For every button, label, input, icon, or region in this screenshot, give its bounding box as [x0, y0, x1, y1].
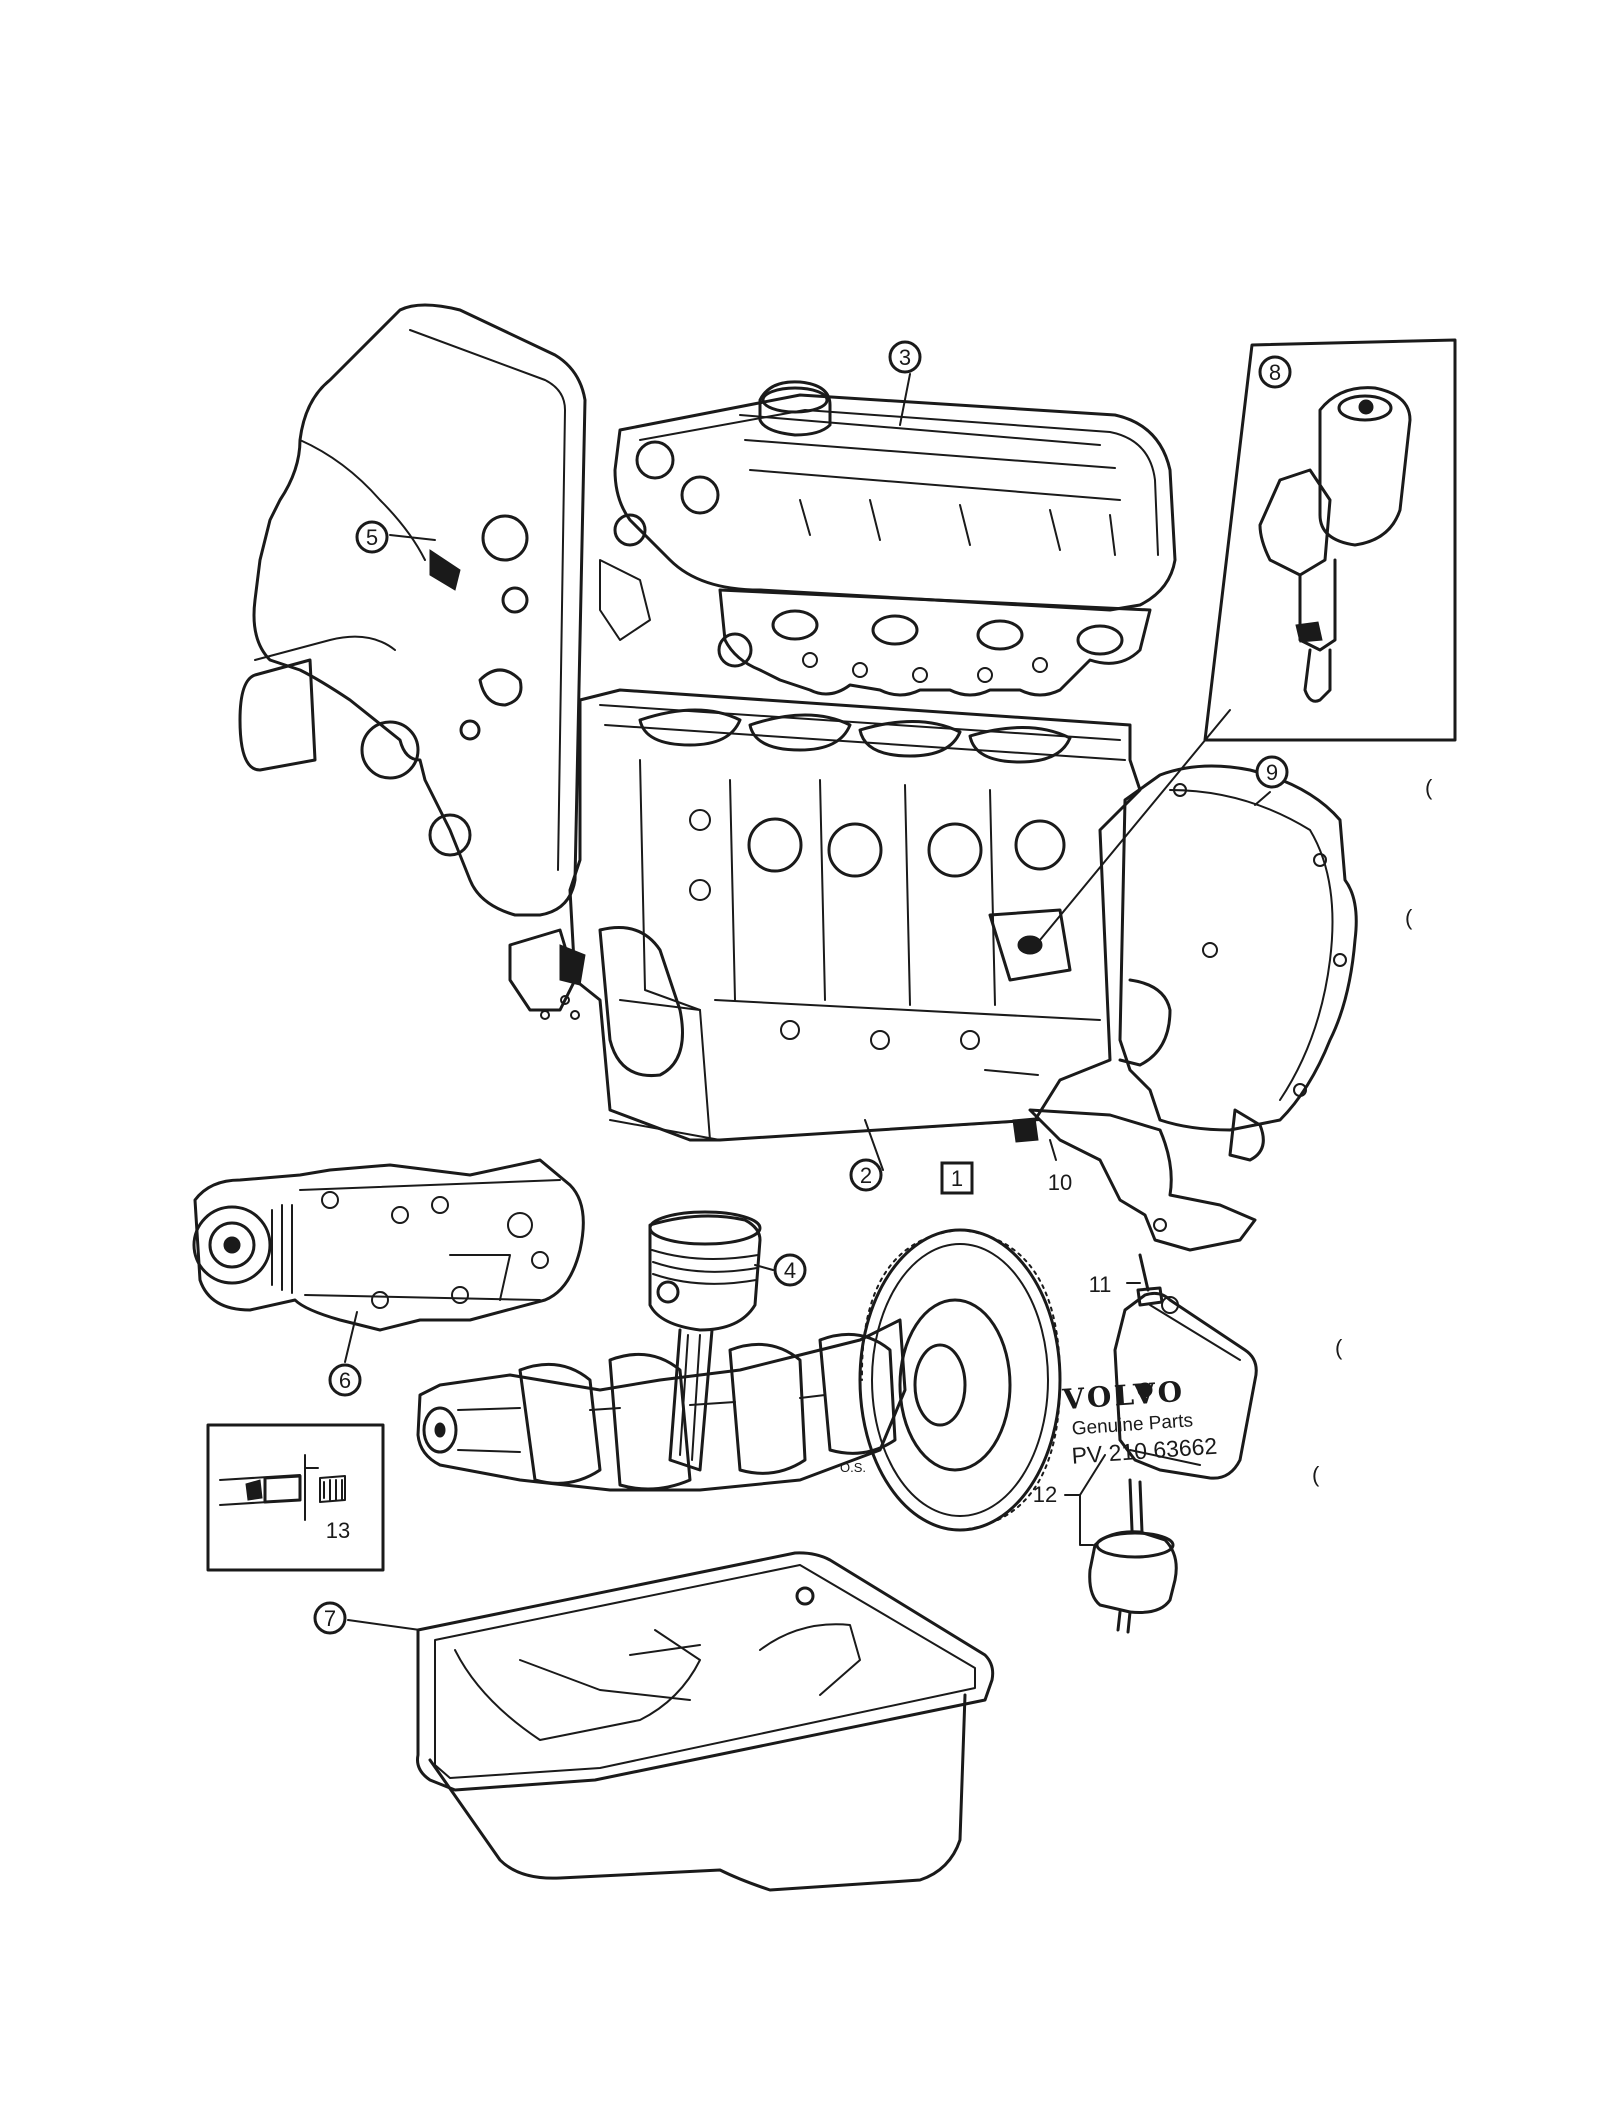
callout-1-label: 1 — [951, 1166, 963, 1191]
callout-7-label: 7 — [324, 1606, 336, 1631]
callout-2-label: 2 — [860, 1163, 872, 1188]
edge-mark-4: ( — [1312, 1462, 1320, 1487]
engine-mount — [1088, 1291, 1258, 1634]
callout-12-label: 12 — [1033, 1482, 1057, 1507]
edge-mark-3: ( — [1335, 1335, 1343, 1360]
callout-13-label: 13 — [326, 1518, 350, 1543]
callout-7: 7 — [313, 1601, 347, 1635]
callout-2: 2 — [849, 1158, 883, 1192]
balance-shaft-assembly — [192, 1158, 585, 1332]
callout-10-label: 10 — [1048, 1170, 1072, 1195]
piston-and-rod — [648, 1210, 762, 1472]
crankshaft — [416, 1318, 907, 1492]
bell-housing — [1118, 764, 1358, 1162]
callout-5: 5 — [355, 520, 389, 554]
callout-3: 3 — [888, 340, 922, 374]
stamp-brand: VOLVO — [1061, 1375, 1187, 1417]
artist-mark: O.S. — [840, 1460, 866, 1475]
callout-4-label: 4 — [784, 1258, 796, 1283]
callout-6-label: 6 — [339, 1368, 351, 1393]
callout-6: 6 — [328, 1363, 362, 1397]
callout-9-label: 9 — [1266, 760, 1278, 785]
callout-10: 10 — [1048, 1170, 1072, 1195]
engine-bracket — [1012, 1108, 1257, 1252]
callout-9: 9 — [1255, 755, 1289, 789]
parts-stamp: VOLVO Genuine Parts PV 210 63662 — [1061, 1375, 1218, 1469]
callout-11-label: 11 — [1089, 1272, 1112, 1297]
edge-mark-2: ( — [1405, 905, 1413, 930]
callout-11: 11 — [1089, 1272, 1112, 1297]
callout-1: 1 — [940, 1161, 974, 1195]
plug-inset — [206, 1423, 385, 1572]
callout-12: 12 — [1033, 1482, 1057, 1507]
cylinder-head — [599, 380, 1177, 697]
callout-leaders — [344, 373, 1271, 1631]
callout-3-label: 3 — [899, 345, 911, 370]
flywheel — [858, 1228, 1062, 1532]
timing-belt-cover — [238, 303, 587, 917]
oil-pump-inset — [1039, 338, 1457, 941]
oil-sump — [416, 1551, 995, 1892]
edge-mark-1: ( — [1425, 775, 1433, 800]
cylinder-block — [508, 688, 1142, 1142]
callout-8-label: 8 — [1269, 360, 1281, 385]
callout-5-label: 5 — [366, 525, 378, 550]
callout-4: 4 — [773, 1253, 807, 1287]
callout-8: 8 — [1258, 355, 1292, 389]
callout-13: 13 — [326, 1518, 350, 1543]
